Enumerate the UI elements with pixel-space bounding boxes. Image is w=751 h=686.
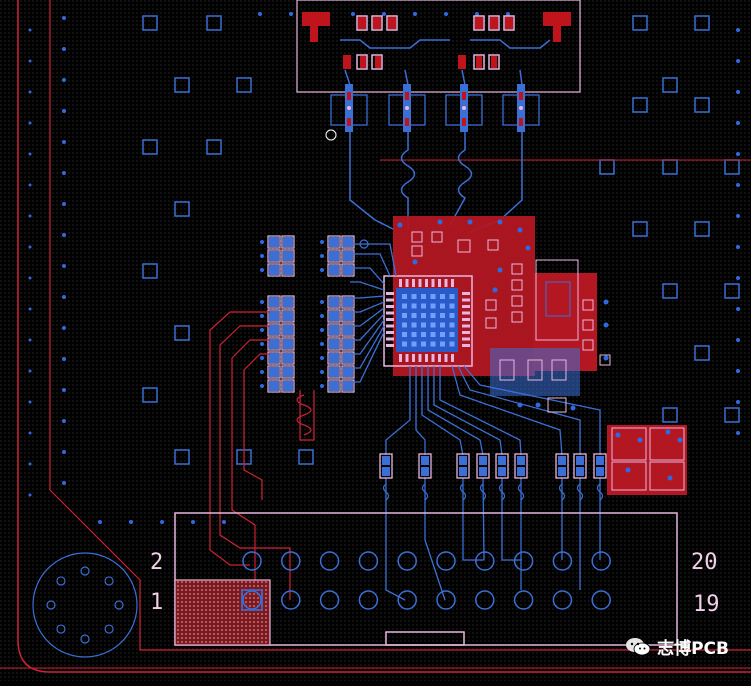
bottom-traces (385, 365, 601, 601)
watermark-text: 志博PCB (657, 639, 729, 659)
stitching-vias (28, 12, 740, 524)
connector-20pin (174, 512, 678, 646)
rf-module (296, 0, 581, 95)
rf-passives (411, 231, 685, 491)
left-traces (350, 243, 397, 383)
top-traces (209, 311, 315, 600)
mounting-hole (32, 552, 138, 658)
pour-vias (397, 219, 683, 481)
pin-20-label: 20 (691, 550, 718, 575)
passive-array (260, 235, 369, 393)
pin-2-label: 2 (150, 550, 164, 575)
wechat-icon (625, 637, 651, 657)
pin-1-label: 1 (150, 590, 164, 615)
watermark: 志博PCB (625, 634, 729, 659)
bottom-copper-pad (490, 348, 580, 396)
board-outline (17, 0, 751, 673)
series-resistor-row (379, 453, 607, 501)
main-ic (383, 275, 473, 367)
pin-19-label: 19 (693, 592, 720, 617)
test-pads (142, 15, 740, 465)
rf-filter-bank (325, 84, 540, 233)
keepout-outline (49, 0, 751, 651)
